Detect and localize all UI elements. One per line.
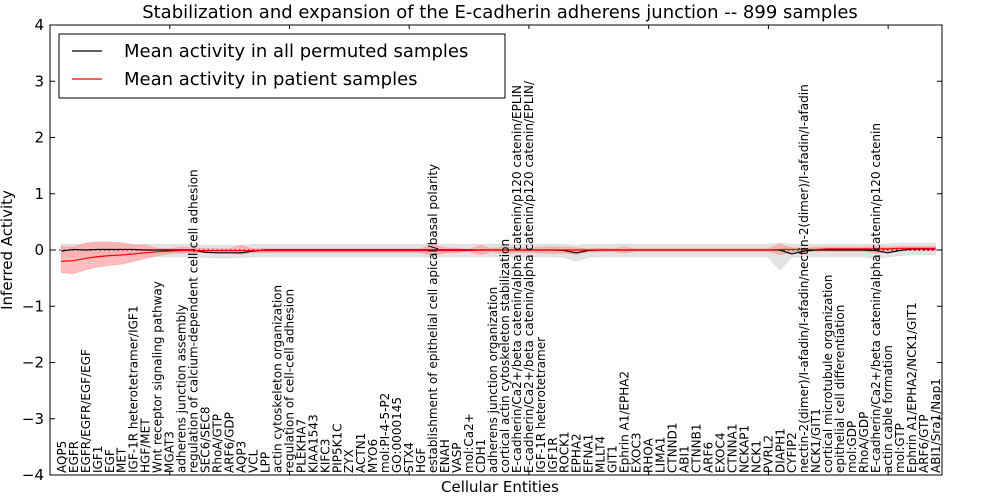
x-tick-label: MGAT3 [163, 431, 177, 473]
x-tick-label: adherens junction organization [486, 287, 500, 473]
x-tick-label: mol:GTP [893, 423, 907, 473]
y-tick-label: 3 [34, 72, 44, 90]
x-tick-label: ACTN1 [354, 433, 368, 473]
x-tick-label: MYO6 [366, 439, 380, 473]
y-axis-label: Inferred Activity [0, 190, 16, 310]
x-tick-label: EFNA1 [582, 434, 596, 473]
x-tick-label: CTNNA1 [725, 423, 739, 473]
x-tick-label: LIMA1 [654, 437, 668, 473]
x-tick-label: cortical microtubule organization [821, 275, 835, 473]
y-tick-label: 0 [34, 241, 44, 259]
x-tick-label: E-cadherin/Ca2+/beta catenin/alpha caten… [510, 85, 524, 473]
x-tick-label: NCKAP1 [737, 425, 751, 473]
x-tick-label: ABI1 [677, 445, 691, 473]
x-tick-label: IGF-1R heterotetramer [534, 337, 548, 473]
x-tick-label: ROCK1 [558, 431, 572, 473]
x-tick-label: Ephrin A1/EPHA2 [618, 371, 632, 473]
y-tick-label: 1 [34, 185, 44, 203]
x-tick-label: VASP [450, 442, 464, 473]
x-tick-label: EGF [103, 449, 117, 473]
x-tick-label: ARF6/GDP [222, 412, 236, 473]
x-tick-label: PVRL2 [761, 435, 775, 473]
x-tick-label: CTNNB1 [689, 423, 703, 473]
x-tick-label: KIAA1543 [306, 414, 320, 473]
x-tick-label: AQP5 [55, 441, 69, 473]
x-tick-label: mol:GDP [845, 421, 859, 473]
x-tick-label: LPP [258, 452, 272, 473]
x-tick-label: regulation of cell-cell adhesion [282, 289, 296, 473]
patient-mean-line [61, 247, 936, 262]
x-tick-label: ABI1/Sra1/Nap1 [929, 378, 943, 473]
x-tick-label: ZYX [342, 449, 356, 473]
x-tick-label: ARF6 [701, 442, 715, 473]
x-tick-label: HGF/MET [139, 418, 153, 473]
x-tick-label: adherens junction assembly [175, 304, 189, 473]
x-tick-label: SEC6/SEC8 [199, 407, 213, 473]
plot-frame [49, 24, 943, 476]
chart-title: Stabilization and expansion of the E-cad… [142, 2, 858, 23]
x-tick-label: NCK1/GIT1 [809, 408, 823, 473]
x-tick-label: IGF1 [91, 446, 105, 473]
x-tick-label: EGFR/EGFR/EGF/EGF [79, 349, 93, 473]
x-tick-label: RhoA/GDP [857, 412, 871, 473]
x-tick-label: CDH1 [474, 439, 488, 473]
lines-layer [50, 247, 942, 262]
x-tick-label: NCK1 [749, 440, 763, 473]
y-tick-label: 2 [34, 129, 44, 147]
y-axis: −4 −3 −2 −1 0 1 2 3 4 [22, 16, 942, 484]
x-tick-label: CYFIP2 [785, 432, 799, 473]
x-tick-label: regulation of calcium-dependent cell-cel… [187, 169, 201, 473]
legend-label-permuted: Mean activity in all permuted samples [124, 41, 468, 62]
x-tick-label: ARF6/GTP [917, 414, 931, 473]
x-tick-label: GO:0000145 [390, 397, 404, 473]
x-tick-label: actin cytoskeleton organization [270, 285, 284, 473]
x-tick-label: mol:PI-4-5-P2 [378, 393, 392, 473]
y-tick-label: −3 [22, 410, 44, 428]
x-tick-label: Ephrin A1/EPHA2/NCK1/GIT1 [905, 302, 919, 473]
y-tick-label: 4 [34, 16, 44, 34]
x-tick-label: EXOC4 [713, 433, 727, 474]
x-axis-label: Cellular Entities [441, 478, 559, 496]
x-tick-label: mol:Ca2+ [462, 413, 476, 473]
legend: Mean activity in all permuted samples Me… [58, 33, 506, 99]
x-tick-label: GIT1 [606, 445, 620, 473]
x-tick-label: EXOC3 [630, 433, 644, 474]
x-tick-label: nectin-2(dimer)/I-afadin/I-afadin/nectin… [797, 84, 811, 473]
x-tick-label: DIAPH1 [773, 428, 787, 473]
legend-box [58, 33, 506, 99]
x-tick-label: IGF1R [546, 437, 560, 473]
y-tick-label: −1 [22, 297, 44, 315]
y-tick-label: −2 [22, 354, 44, 372]
x-tick-label: E-cadherin/Ca2+/beta catenin/alpha caten… [869, 123, 883, 473]
y-tick-label: −4 [22, 466, 44, 484]
x-tick-labels: AQP5EGFREGFR/EGFR/EGF/EGFIGF1EGFMETIGF-1… [55, 25, 943, 475]
x-tick-label: establishment of epithelial cell apical/… [426, 164, 440, 473]
x-tick-label: IGF-1R heterotetramer/IGF1 [127, 306, 141, 473]
x-tick-label: epithelial cell differentiation [833, 305, 847, 473]
x-tick-label: PLEKHA7 [294, 419, 308, 473]
x-tick-label: KIFC3 [318, 439, 332, 473]
x-tick-label: STX4 [402, 442, 416, 473]
legend-label-patient: Mean activity in patient samples [124, 69, 418, 90]
x-tick-label: actin cable formation [881, 345, 895, 473]
x-tick-label: EGFR [67, 441, 81, 473]
x-tick-label: AQP3 [234, 441, 248, 473]
x-tick-label: ENAH [438, 439, 452, 473]
x-tick-label: RhoA/GTP [211, 414, 225, 473]
x-tick-label: RHOA [642, 437, 656, 473]
x-tick-label: E-cadherin/Ca2+/beta catenin/alpha caten… [522, 80, 536, 473]
x-tick-label: Wnt receptor signaling pathway [151, 281, 165, 473]
x-tick-label: MET [115, 447, 129, 473]
x-tick-label: HGF [414, 448, 428, 473]
x-tick-label: CTNND1 [666, 422, 680, 473]
x-tick-label: MLLT4 [594, 436, 608, 473]
x-tick-label: VCL [246, 449, 260, 473]
x-tick-label: cortical actin cytoskeleton stabilizatio… [498, 239, 512, 473]
x-tick-label: EPHA2 [570, 433, 584, 473]
x-tick-label: PIP5K1C [330, 423, 344, 473]
